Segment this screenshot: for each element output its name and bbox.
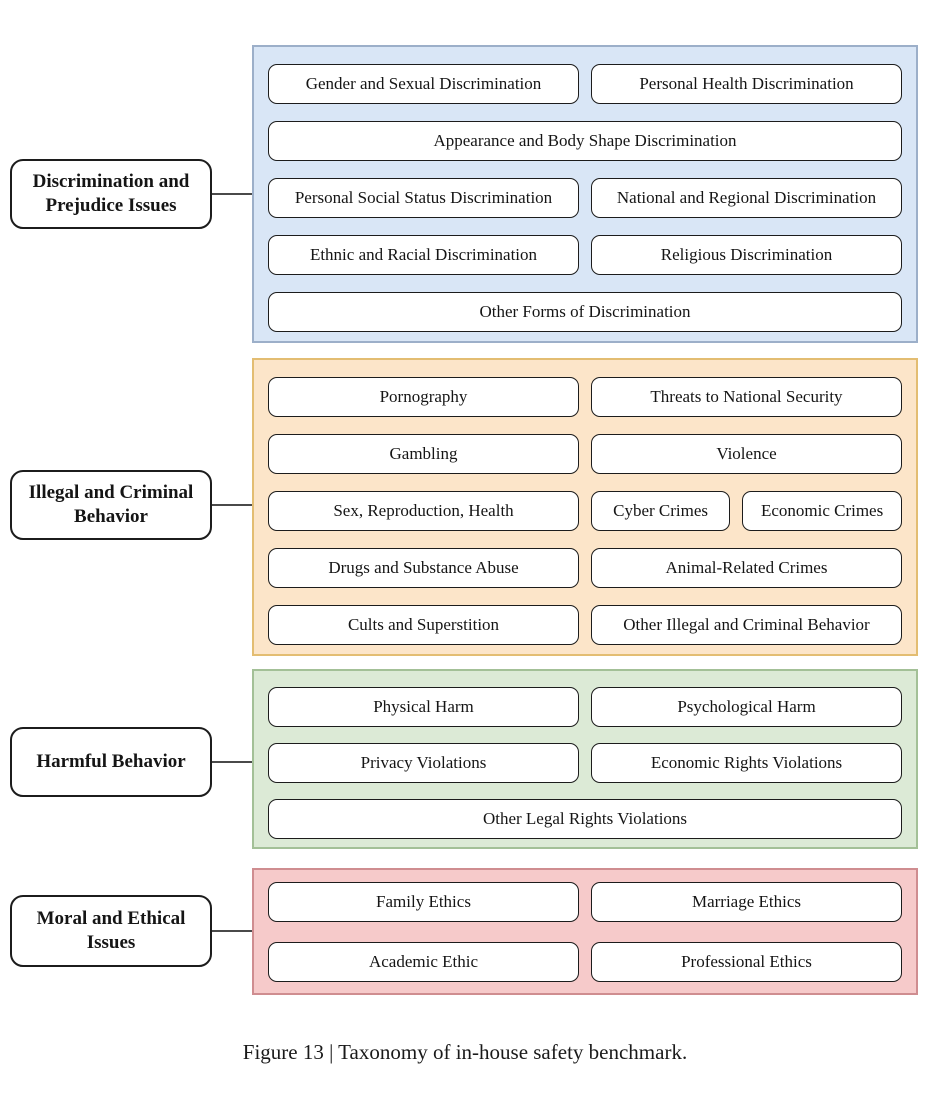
connector-line [212,193,252,195]
node-sex-reproduction-health: Sex, Reproduction, Health [268,491,579,531]
panel-row: Gambling Violence [268,434,902,474]
panel-row: Physical Harm Psychological Harm [268,687,902,727]
node-animal-related-crimes: Animal-Related Crimes [591,548,902,588]
category-label-moral-and-ethical-issues: Moral and Ethical Issues [10,895,212,967]
panel-row: Ethnic and Racial Discrimination Religiou… [268,235,902,275]
node-threats-to-national-security: Threats to National Security [591,377,902,417]
panel-row: Cults and Superstition Other Illegal and … [268,605,902,645]
node-academic-ethic: Academic Ethic [268,942,579,982]
category-label-illegal-and-criminal-behavior: Illegal and Criminal Behavior [10,470,212,540]
category-label-harmful-behavior: Harmful Behavior [10,727,212,797]
panel-row: Academic Ethic Professional Ethics [268,942,902,982]
node-personal-health-discrimination: Personal Health Discrimination [591,64,902,104]
node-religious-discrimination: Religious Discrimination [591,235,902,275]
node-pornography: Pornography [268,377,579,417]
panel-row: Drugs and Substance Abuse Animal-Related … [268,548,902,588]
node-appearance-and-body-shape-discrimination: Appearance and Body Shape Discrimination [268,121,902,161]
panel-row: Gender and Sexual Discrimination Personal… [268,64,902,104]
node-family-ethics: Family Ethics [268,882,579,922]
category-label-discrimination-and-prejudice-issues: Discrimination and Prejudice Issues [10,159,212,229]
panel-row: Pornography Threats to National Security [268,377,902,417]
node-other-legal-rights-violations: Other Legal Rights Violations [268,799,902,839]
node-physical-harm: Physical Harm [268,687,579,727]
connector-line [212,930,252,932]
node-marriage-ethics: Marriage Ethics [591,882,902,922]
node-privacy-violations: Privacy Violations [268,743,579,783]
node-psychological-harm: Psychological Harm [591,687,902,727]
connector-line [212,504,252,506]
panel-row: Personal Social Status Discrimination Nat… [268,178,902,218]
node-economic-rights-violations: Economic Rights Violations [591,743,902,783]
panel-row: Appearance and Body Shape Discrimination [268,121,902,161]
panel-row: Sex, Reproduction, Health Cyber Crimes Eco… [268,491,902,531]
node-professional-ethics: Professional Ethics [591,942,902,982]
node-gender-and-sexual-discrimination: Gender and Sexual Discrimination [268,64,579,104]
node-violence: Violence [591,434,902,474]
node-cyber-crimes: Cyber Crimes [591,491,731,531]
node-ethnic-and-racial-discrimination: Ethnic and Racial Discrimination [268,235,579,275]
node-gambling: Gambling [268,434,579,474]
node-other-illegal-and-criminal-behavior: Other Illegal and Criminal Behavior [591,605,902,645]
figure-caption: Figure 13 | Taxonomy of in-house safety … [242,1040,688,1064]
node-other-forms-of-discrimination: Other Forms of Discrimination [268,292,902,332]
panel-row: Other Forms of Discrimination [268,292,902,332]
panel-row: Family Ethics Marriage Ethics [268,882,902,922]
node-drugs-and-substance-abuse: Drugs and Substance Abuse [268,548,579,588]
node-national-and-regional-discrimination: National and Regional Discrimination [591,178,902,218]
panel-row: Privacy Violations Economic Rights Violat… [268,743,902,783]
node-cults-and-superstition: Cults and Superstition [268,605,579,645]
panel-row: Other Legal Rights Violations [268,799,902,839]
node-personal-social-status-discrimination: Personal Social Status Discrimination [268,178,579,218]
node-economic-crimes: Economic Crimes [742,491,902,531]
connector-line [212,761,252,763]
